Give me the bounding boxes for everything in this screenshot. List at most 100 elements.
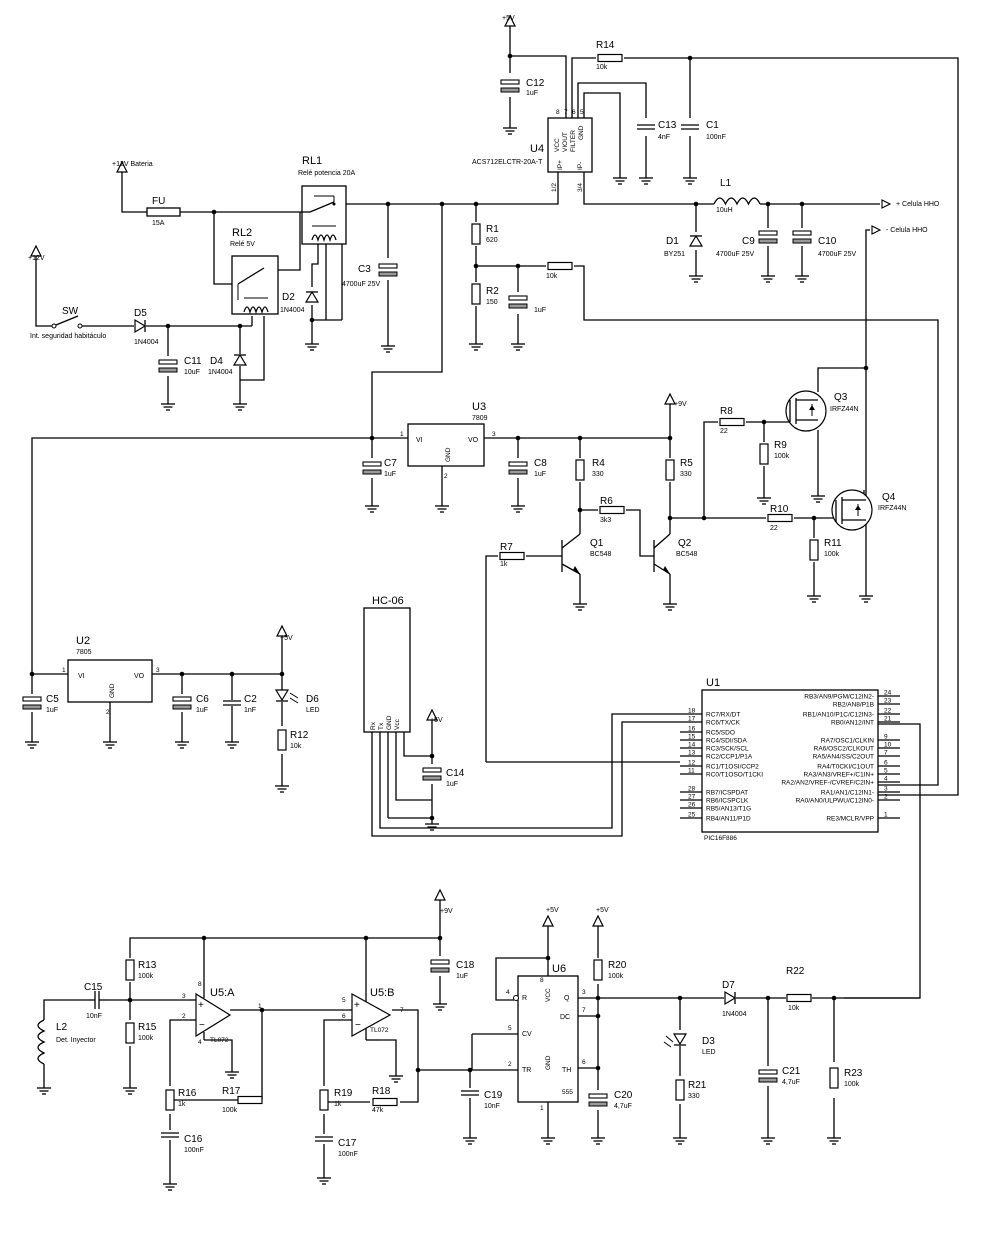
svg-text:C16: C16: [184, 1134, 203, 1145]
svg-text:3: 3: [492, 431, 496, 438]
svg-text:1k: 1k: [500, 561, 508, 568]
pic-pin-number: 27: [688, 794, 696, 801]
svg-text:Int. seguridad habitáculo: Int. seguridad habitáculo: [30, 333, 106, 340]
bluetooth-module-hc06: HC-06 Rx Tx GND Vcc: [363, 595, 411, 733]
svg-text:VCC: VCC: [554, 138, 561, 152]
pic-pin-label: RC7/RX/DT: [706, 712, 740, 719]
svg-text:IRFZ44N: IRFZ44N: [830, 406, 858, 413]
pic-pin-number: 23: [884, 698, 892, 705]
pic-pin-number: 13: [688, 750, 696, 757]
pic-pin-number: 4: [884, 776, 888, 783]
svg-text:C19: C19: [484, 1090, 503, 1101]
svg-text:HC-06: HC-06: [372, 595, 404, 607]
svg-text:RL2: RL2: [232, 227, 252, 239]
svg-text:R10: R10: [770, 504, 789, 515]
svg-text:R23: R23: [844, 1068, 863, 1079]
pic-pin-label: RB7/ICSPDAT: [706, 790, 748, 797]
capacitor-filter: 1uF: [508, 295, 546, 314]
pic-pin-label: RB2/AN8/P1B: [833, 702, 874, 709]
svg-text:U1: U1: [706, 677, 720, 689]
svg-text:R17: R17: [222, 1086, 241, 1097]
svg-text:Det. Inyector: Det. Inyector: [56, 1037, 96, 1044]
pic-pin-number: 10: [884, 742, 892, 749]
pic-pin-label: RC1/T1OSI/CCP2: [706, 764, 759, 771]
svg-text:R21: R21: [688, 1080, 707, 1091]
svg-text:3/4: 3/4: [577, 183, 584, 192]
svg-text:VO: VO: [468, 437, 479, 444]
svg-text:R6: R6: [600, 496, 613, 507]
svg-text:CV: CV: [522, 1031, 532, 1038]
svg-text:R2: R2: [486, 286, 499, 297]
svg-text:TL072: TL072: [210, 1037, 229, 1044]
svg-text:R9: R9: [774, 440, 787, 451]
svg-text:IP-: IP-: [577, 162, 584, 170]
svg-text:4nF: 4nF: [658, 134, 670, 141]
svg-text:6: 6: [342, 1013, 346, 1020]
svg-text:C3: C3: [358, 264, 371, 275]
svg-text:3: 3: [156, 667, 160, 674]
svg-text:+ Celula HHO: + Celula HHO: [896, 201, 940, 208]
svg-text:BY251: BY251: [664, 251, 685, 258]
svg-text:U5:A: U5:A: [210, 987, 235, 999]
svg-text:R15: R15: [138, 1022, 157, 1033]
svg-text:330: 330: [680, 471, 692, 478]
svg-text:−: −: [355, 1020, 361, 1031]
power-symbols: +5V +12V Bateria +12V +9V +5V +5V +9V +5…: [28, 15, 687, 939]
svg-text:D4: D4: [210, 356, 223, 367]
svg-text:C7: C7: [384, 458, 397, 469]
pic-pin-label: RB3/AN9/PGM/C12IN2-: [804, 694, 874, 701]
svg-text:2: 2: [444, 473, 448, 480]
svg-text:D5: D5: [134, 308, 147, 319]
svg-text:R7: R7: [500, 542, 513, 553]
svg-text:- Celula HHO: - Celula HHO: [886, 227, 928, 234]
svg-text:D2: D2: [282, 292, 295, 303]
svg-text:+: +: [354, 1000, 360, 1011]
svg-text:5: 5: [580, 109, 584, 116]
regulator-u3: VI VO GND 1 3 2 U3 7809: [400, 401, 496, 480]
svg-text:U3: U3: [472, 401, 486, 413]
pic-pin-number: 5: [884, 768, 888, 775]
pic-pin-label: RB6/ICSPCLK: [706, 798, 749, 805]
svg-text:U2: U2: [76, 635, 90, 647]
pic-pin-label: RC6/TX/CK: [706, 720, 741, 727]
svg-text:D6: D6: [306, 694, 319, 705]
svg-text:4700uF 25V: 4700uF 25V: [818, 251, 856, 258]
pic-pin-label: RA3/AN3/VREF+/C1IN+: [804, 772, 875, 779]
svg-text:7809: 7809: [472, 415, 488, 422]
svg-text:L2: L2: [56, 1022, 68, 1033]
svg-text:+12V: +12V: [28, 255, 45, 262]
svg-text:Q3: Q3: [834, 392, 848, 403]
pic-pin-label: RC5/SDO: [706, 730, 735, 737]
svg-text:VCC: VCC: [545, 988, 552, 1002]
regulator-u2: VI VO GND 1 3 2 U2 7805: [62, 635, 160, 716]
svg-text:VIOUT: VIOUT: [562, 132, 569, 152]
current-sensor-u4: VCC VIOUT FILTER GND IP+ IP- 8 7 6 5 1/2…: [472, 109, 593, 192]
svg-text:100k: 100k: [608, 973, 624, 980]
svg-text:4: 4: [506, 989, 510, 996]
svg-text:10uF: 10uF: [184, 369, 200, 376]
svg-text:D7: D7: [722, 980, 735, 991]
svg-text:1: 1: [62, 667, 66, 674]
safety-switch[interactable]: SW Int. seguridad habitáculo: [30, 306, 106, 340]
svg-text:+5V: +5V: [280, 635, 293, 642]
pic-pin-label: RA0/AN0/ULPWU/C12IN0-: [796, 798, 874, 805]
svg-text:Q4: Q4: [882, 492, 896, 503]
